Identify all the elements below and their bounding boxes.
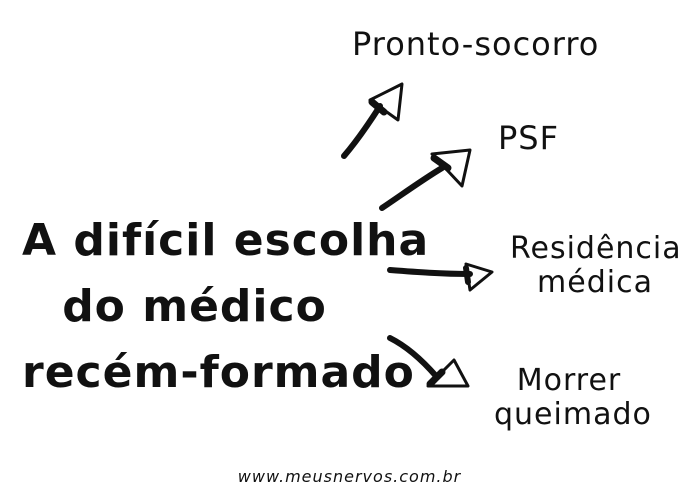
option-residencia-line-2: médica [537, 265, 653, 300]
option-morrer-line-1: Morrer [516, 363, 622, 398]
main-question-line-2: do médico [62, 281, 327, 332]
arrow-psf [379, 148, 472, 211]
option-pronto-socorro: Pronto-socorro [352, 25, 600, 63]
option-residencia-line-1: Residência [510, 231, 682, 266]
main-question: A difícil escolha do médico recém-formad… [22, 208, 430, 406]
option-morrer-line-2: queimado [494, 397, 652, 432]
arrow-residencia [387, 262, 494, 292]
main-question-line-3: recém-formado [22, 347, 415, 398]
arrow-pronto-socorro [341, 82, 404, 159]
footer-url: www.meusnervos.com.br [237, 467, 462, 486]
main-question-line-1: A difícil escolha [22, 215, 430, 266]
option-residencia-medica: Residência médica [510, 231, 682, 300]
option-psf: PSF [498, 119, 560, 157]
option-morrer-queimado: Morrer queimado [494, 363, 652, 432]
arrow-morrer [387, 335, 470, 388]
